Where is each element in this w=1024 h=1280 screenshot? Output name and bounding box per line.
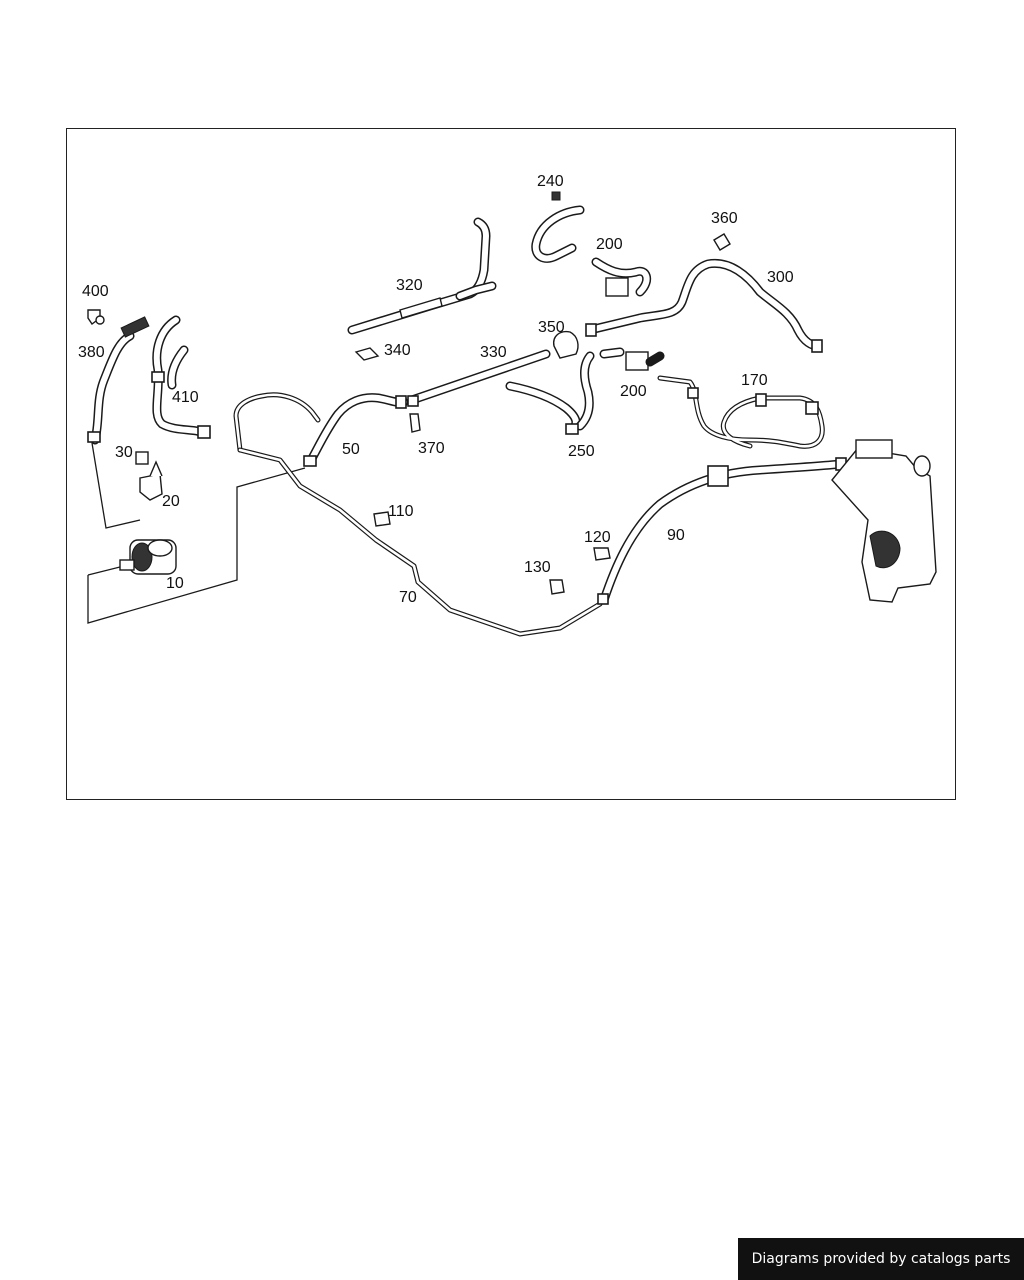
credit-banner: Diagrams provided by catalogs parts xyxy=(738,1238,1024,1280)
pipe-320[interactable] xyxy=(347,217,497,335)
bolt-400[interactable] xyxy=(87,309,105,326)
hose-170[interactable] xyxy=(657,375,825,449)
callout-20: 20 xyxy=(162,493,180,510)
clip-340[interactable] xyxy=(354,347,380,361)
callout-410: 410 xyxy=(172,389,199,406)
callout-170: 170 xyxy=(741,372,768,389)
callout-240: 240 xyxy=(537,173,564,190)
diagram-frame xyxy=(66,128,956,800)
callout-370: 370 xyxy=(418,440,445,457)
callout-110: 110 xyxy=(388,503,414,520)
hose-250[interactable] xyxy=(505,330,595,435)
callout-380: 380 xyxy=(78,344,105,361)
bracket-20-30[interactable] xyxy=(135,451,163,501)
pump-10[interactable] xyxy=(119,539,177,575)
callout-400: 400 xyxy=(82,283,109,300)
callout-330: 330 xyxy=(480,344,507,361)
callout-250: 250 xyxy=(568,443,595,460)
callout-120: 120 xyxy=(584,529,611,546)
pipe-330[interactable] xyxy=(407,349,551,407)
callout-360: 360 xyxy=(711,210,738,227)
callout-340: 340 xyxy=(384,342,411,359)
clip-110[interactable] xyxy=(373,511,391,527)
callout-50: 50 xyxy=(342,441,360,458)
clip-130[interactable] xyxy=(549,579,565,595)
callout-200-upper: 200 xyxy=(596,236,623,253)
clip-370[interactable] xyxy=(409,413,421,433)
hose-50[interactable] xyxy=(303,393,409,467)
callout-300: 300 xyxy=(767,269,794,286)
callout-320: 320 xyxy=(396,277,423,294)
leader-lines xyxy=(87,442,306,624)
hose-300[interactable] xyxy=(585,233,823,353)
hose-380[interactable] xyxy=(87,316,150,445)
hose-200-upper[interactable] xyxy=(531,191,652,297)
callout-70: 70 xyxy=(399,589,417,606)
line-70[interactable] xyxy=(233,392,603,637)
callout-200-lower: 200 xyxy=(620,383,647,400)
callout-10: 10 xyxy=(166,575,184,592)
hose-90[interactable] xyxy=(597,457,847,605)
callout-90: 90 xyxy=(667,527,685,544)
callout-labels: 400 380 410 30 20 10 320 340 330 50 370 … xyxy=(78,173,794,606)
hose-410[interactable] xyxy=(151,315,211,439)
clip-120[interactable] xyxy=(593,547,611,561)
valve-200-lower[interactable] xyxy=(599,347,665,371)
callout-350: 350 xyxy=(538,319,565,336)
callout-30: 30 xyxy=(115,444,133,461)
expansion-tank[interactable] xyxy=(831,439,937,603)
callout-130: 130 xyxy=(524,559,551,576)
